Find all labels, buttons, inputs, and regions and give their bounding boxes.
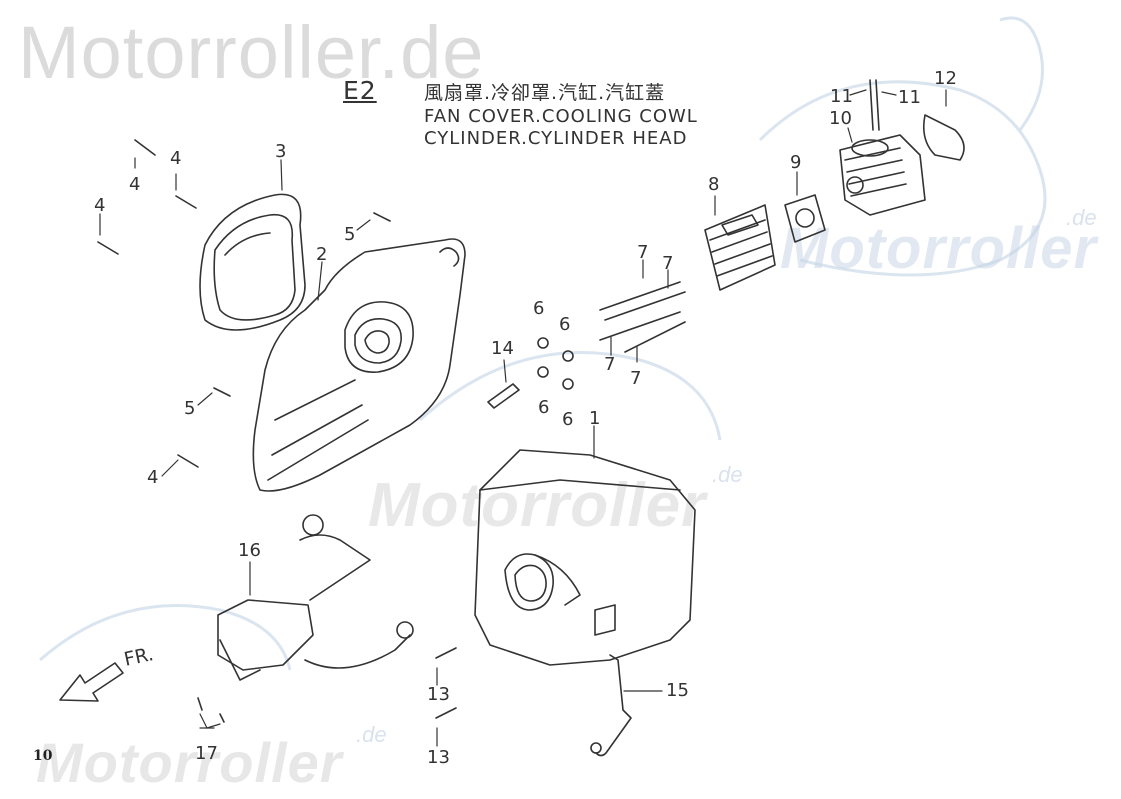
part-cooling-cowl (252, 238, 466, 492)
callout-5a: 5 (344, 224, 356, 245)
part-cylinder (839, 134, 926, 216)
callout-12: 12 (934, 68, 957, 89)
callout-3: 3 (275, 141, 287, 162)
part-stud-7a (599, 281, 681, 311)
callout-15: 15 (666, 680, 689, 701)
diagram-title-line-1: FAN COVER.COOLING COWL (424, 106, 698, 127)
watermark-bottom-suffix: .de (356, 722, 387, 747)
part-stud-7b (604, 291, 686, 321)
part-screw-17a (197, 697, 203, 711)
callout-9: 9 (790, 152, 802, 173)
callout-17: 17 (195, 743, 218, 764)
part-spark-plug (487, 383, 520, 409)
callout-10: 10 (829, 108, 852, 129)
callout-6c: 6 (538, 397, 550, 418)
watermark-scooter-logos (39, 16, 1047, 671)
callout-6a: 6 (533, 298, 545, 319)
part-bolt-4d (177, 454, 199, 468)
part-bolt-5b (213, 387, 231, 397)
callout-4a: 4 (129, 174, 141, 195)
part-bolt-13a (435, 647, 457, 659)
callout-11b: 11 (898, 87, 921, 108)
callout-14: 14 (491, 338, 514, 359)
part-nut-6b (562, 350, 574, 362)
page-number: 10 (33, 748, 53, 764)
callout-5b: 5 (184, 398, 196, 419)
callout-8: 8 (708, 174, 720, 195)
part-bolt-4b (175, 195, 197, 209)
callout-7d: 7 (630, 368, 642, 389)
part-cylinder-cowl (474, 449, 696, 666)
part-fan-cover (199, 193, 306, 331)
part-bolt-5a (373, 212, 391, 222)
part-cylinder-head (704, 204, 776, 291)
callout-1: 1 (589, 408, 601, 429)
part-bolt-4c (97, 241, 119, 255)
diagram-code: E2 (343, 76, 377, 105)
part-nut-6a (537, 337, 549, 349)
part-stud-11b (875, 79, 880, 131)
watermark-right: Motorroller (780, 216, 1098, 281)
callout-4d: 4 (147, 467, 159, 488)
callout-13b: 13 (427, 747, 450, 768)
part-stud-7c (599, 311, 681, 341)
part-base-gasket (922, 114, 965, 161)
callout-2: 2 (316, 244, 328, 265)
callout-16: 16 (238, 540, 261, 561)
callout-11a: 11 (830, 86, 853, 107)
callout-6b: 6 (559, 314, 571, 335)
watermark-bottom: Motorroller (36, 731, 343, 794)
part-stud-7d (624, 321, 686, 353)
diagram-title-chinese: 風扇罩.冷卻罩.汽缸.汽缸蓋 (424, 82, 666, 104)
part-bracket (595, 654, 632, 757)
part-nut-6d (562, 378, 574, 390)
part-screw-17b (219, 713, 225, 723)
callout-4c: 4 (94, 195, 106, 216)
diagram-title-line-2: CYLINDER.CYLINDER HEAD (424, 128, 688, 149)
part-nut-6c (537, 366, 549, 378)
part-bolt-4a (134, 139, 156, 156)
part-air-guide (217, 514, 414, 681)
watermark-middle-suffix: .de (712, 462, 743, 487)
callout-7c: 7 (604, 354, 616, 375)
watermark-right-suffix: .de (1066, 205, 1097, 230)
front-direction-arrow (59, 662, 124, 702)
callout-6d: 6 (562, 409, 574, 430)
callout-7a: 7 (637, 242, 649, 263)
part-stud-11a (869, 79, 874, 131)
leader-lines (99, 89, 947, 747)
callout-4b: 4 (170, 148, 182, 169)
part-bolt-13b (435, 707, 457, 719)
callout-7b: 7 (662, 253, 674, 274)
watermark-top: Motorroller.de (18, 11, 485, 94)
callout-13a: 13 (427, 684, 450, 705)
part-head-gasket (784, 194, 826, 243)
